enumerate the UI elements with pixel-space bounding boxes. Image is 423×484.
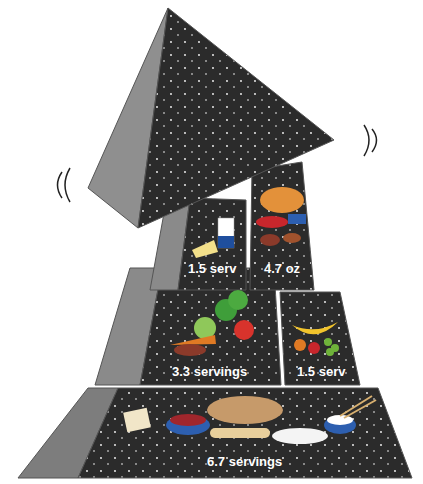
serving-label: 4.7 oz bbox=[264, 261, 300, 276]
vegetable-block: 3.3 servings bbox=[169, 363, 250, 380]
grain-block: 6.7 servings bbox=[204, 453, 285, 470]
serving-label: 6.7 servings bbox=[207, 454, 282, 469]
serving-label: 1.5 serv bbox=[188, 261, 236, 276]
serving-label: 3.3 servings bbox=[172, 364, 247, 379]
serving-label: 1.5 serv bbox=[297, 364, 345, 379]
fruit-block: 1.5 serv bbox=[294, 363, 348, 380]
dairy-block: 1.5 serv bbox=[185, 260, 239, 277]
meat-block: 4.7 oz bbox=[261, 260, 303, 277]
